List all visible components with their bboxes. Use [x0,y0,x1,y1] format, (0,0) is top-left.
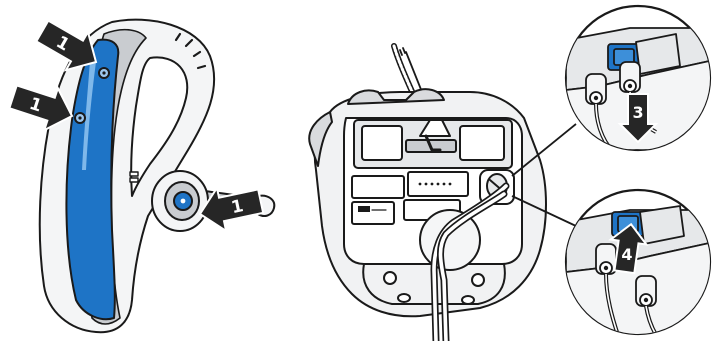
callout-top-step-number: 3 [632,103,643,122]
lower-button-dot-icon [78,116,81,119]
earpiece-button-dot-icon [181,199,186,204]
callout-top: 3 [566,6,714,150]
screw-lower-icon [398,294,410,302]
charging-base-illustration [309,46,546,341]
callout-top-plug-left [586,74,606,104]
upper-button-dot-icon [102,71,105,74]
screw-left-icon [384,272,396,284]
screw-right-icon [472,274,484,286]
callout-bottom-plug-left [596,244,616,274]
callout-bottom-step-number: 4 [621,245,632,264]
screw-lower-right-icon [462,296,474,304]
callout-top-plug-right [620,62,640,92]
callout-bottom-plug-right [636,276,656,306]
charging-cradle [354,120,512,168]
callout-bottom: 4 [566,190,714,341]
